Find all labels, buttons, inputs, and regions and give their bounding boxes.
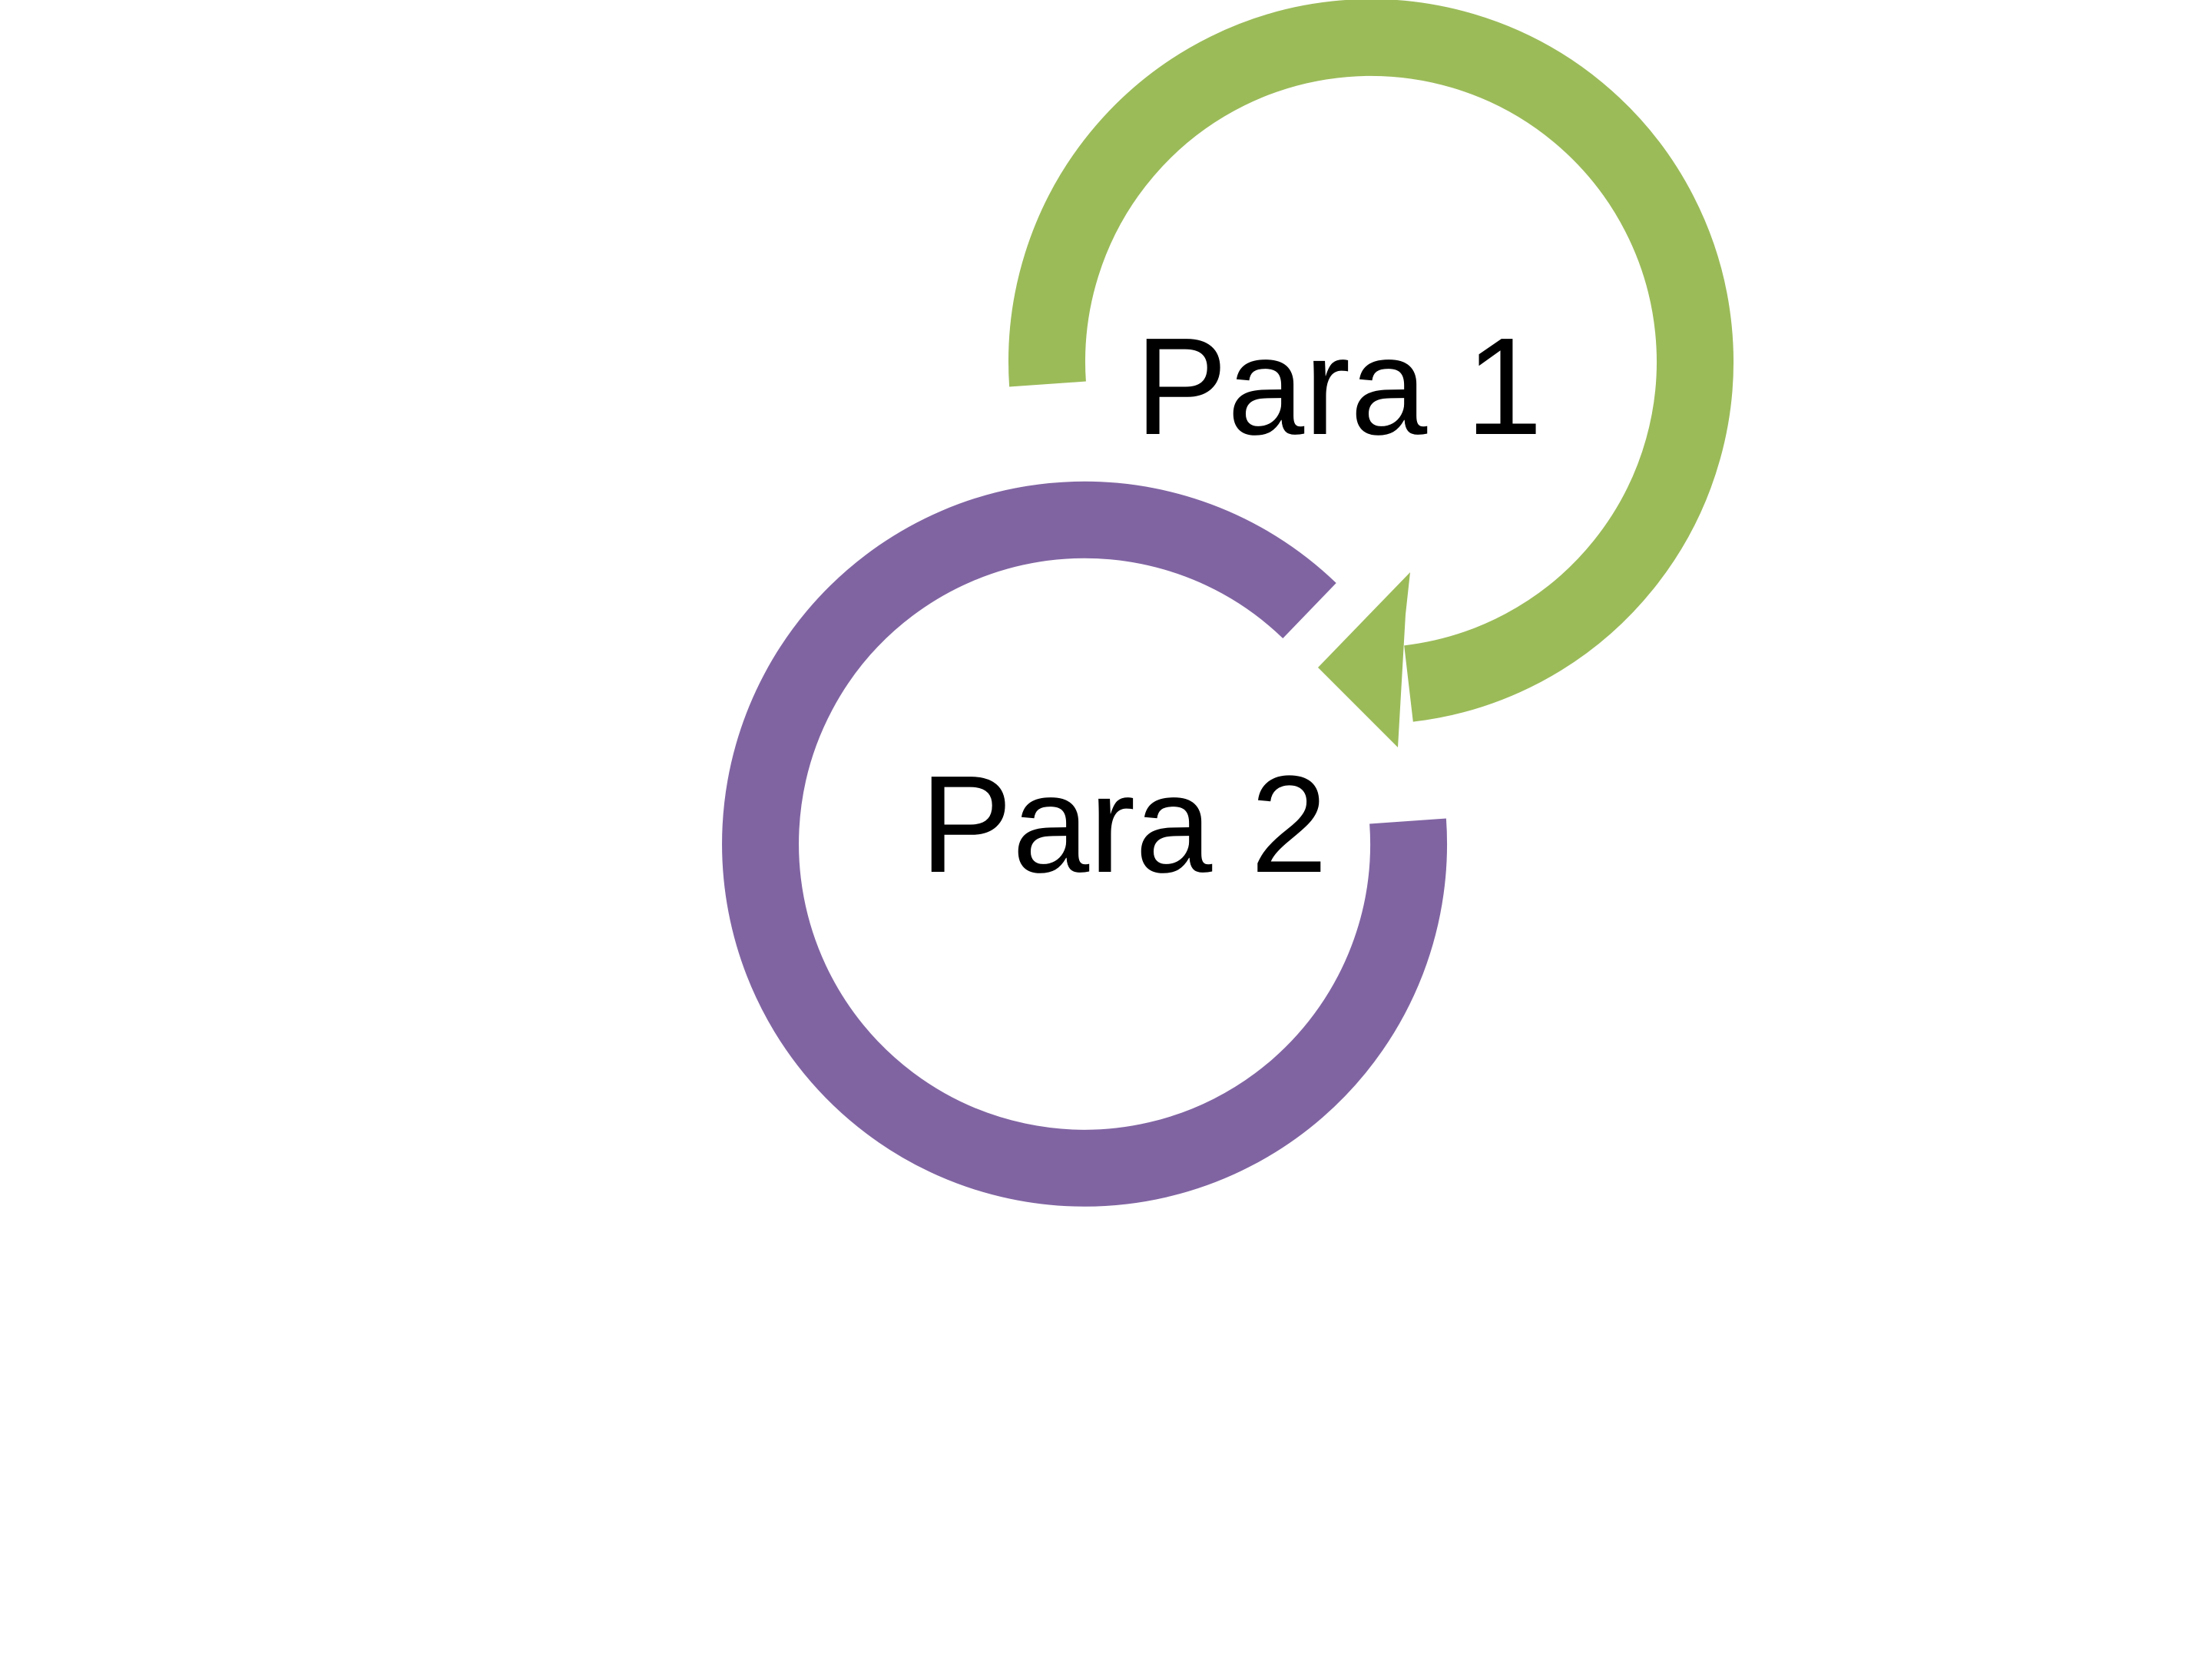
- para-1-arc: [1008, 0, 1734, 722]
- cycle-node-para-2: Para 2: [722, 481, 1448, 1207]
- para-2-arc: [722, 481, 1448, 1207]
- para-1-arrowhead: [1318, 572, 1410, 747]
- para-2-label: Para 2: [920, 747, 1327, 902]
- para-1-label: Para 1: [1135, 310, 1542, 464]
- cycle-node-para-1: Para 1: [1008, 0, 1734, 747]
